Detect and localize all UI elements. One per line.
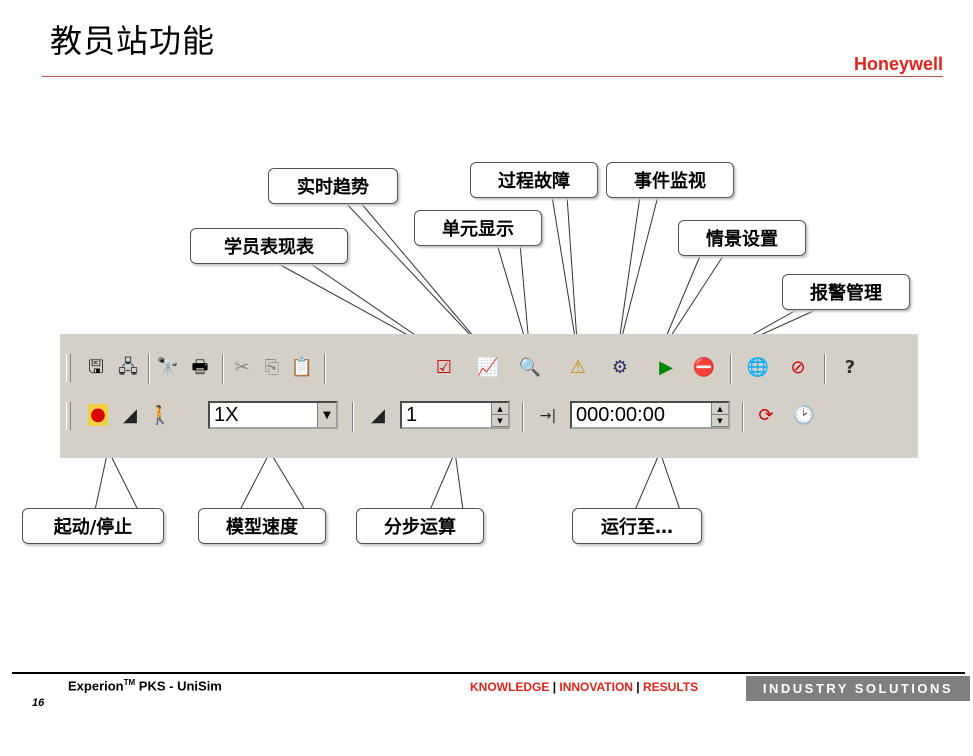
callout-scenario-setup: 情景设置 xyxy=(678,220,806,256)
footer-product-name: Experion xyxy=(68,678,124,694)
model-speed-select[interactable]: 1X ▼ xyxy=(208,401,338,429)
footer-innovation: INNOVATION xyxy=(559,680,633,694)
unit-display-icon[interactable]: 🔍 xyxy=(518,357,542,378)
footer-results: RESULTS xyxy=(643,680,699,694)
network-icon[interactable]: 🖧 xyxy=(117,357,139,378)
toolbar-row-1: 🖫 🖧 🔭 🖶 ✂ ⎘ 📋 ☑ 📈 🔍 ⚠ ⚙ ▶ ⛔ 🌐 ⊘ ? xyxy=(60,348,918,388)
globe-icon[interactable]: 🌐 xyxy=(746,357,770,378)
event-monitor-icon[interactable]: ⚙ xyxy=(611,357,629,378)
header-rule xyxy=(42,76,943,77)
footer-industry-solutions: INDUSTRY SOLUTIONS xyxy=(746,676,970,701)
fault-icon[interactable]: ⚠ xyxy=(569,357,587,378)
spin-up-icon[interactable]: ▲ xyxy=(712,403,728,415)
scenario-icon[interactable]: ▶ xyxy=(659,357,673,378)
print-icon[interactable]: 🖶 xyxy=(191,357,209,378)
run-to-spinner[interactable]: ▲▼ xyxy=(711,403,728,427)
callout-unit-display: 单元显示 xyxy=(414,210,542,246)
alarm-icon[interactable]: ⛔ xyxy=(692,357,716,378)
callout-student-performance: 学员表现表 xyxy=(190,228,348,264)
model-speed-value: 1X xyxy=(214,404,239,426)
instructor-toolbar: 🖫 🖧 🔭 🖶 ✂ ⎘ 📋 ☑ 📈 🔍 ⚠ ⚙ ▶ ⛔ 🌐 ⊘ ? ● ◢ 🚶 … xyxy=(60,334,918,458)
toolbar-separator xyxy=(324,354,326,384)
step-icon[interactable]: ◢ xyxy=(371,405,385,426)
globe-disabled-icon[interactable]: ⊘ xyxy=(790,357,806,378)
callout-realtime-trend: 实时趋势 xyxy=(268,168,398,204)
footer-knowledge: KNOWLEDGE xyxy=(470,680,550,694)
copy-icon[interactable]: ⎘ xyxy=(264,357,280,378)
footer-separator: | xyxy=(636,680,640,694)
toolbar-row-2: ● ◢ 🚶 1X ▼ ◢ 1 ▲▼ →| 000:00:00 ▲▼ ⟳ 🕑 xyxy=(60,396,918,436)
callout-step-calc: 分步运算 xyxy=(356,508,484,544)
toolbar-separator xyxy=(742,402,744,432)
callout-run-to: 运行至… xyxy=(572,508,702,544)
footer-product: ExperionTM PKS - UniSim xyxy=(68,678,222,693)
honeywell-logo: Honeywell xyxy=(853,54,943,74)
spin-down-icon[interactable]: ▼ xyxy=(492,415,508,427)
spin-down-icon[interactable]: ▼ xyxy=(712,415,728,427)
toolbar-grip[interactable] xyxy=(66,354,71,382)
chevron-down-icon[interactable]: ▼ xyxy=(317,403,336,427)
slide-title: 教员站功能 xyxy=(50,22,216,60)
toolbar-separator xyxy=(824,354,826,384)
trend-icon[interactable]: 📈 xyxy=(476,357,500,378)
spin-up-icon[interactable]: ▲ xyxy=(492,403,508,415)
footer-rule xyxy=(12,672,965,674)
step-model-icon[interactable]: ◢ xyxy=(123,405,137,426)
runner-icon[interactable]: 🚶 xyxy=(148,405,172,426)
step-count-input[interactable]: 1 ▲▼ xyxy=(400,401,510,429)
help-icon[interactable]: ? xyxy=(844,357,856,378)
run-to-time-input[interactable]: 000:00:00 ▲▼ xyxy=(570,401,730,429)
toolbar-grip[interactable] xyxy=(66,402,71,430)
step-spinner[interactable]: ▲▼ xyxy=(491,403,508,427)
step-count-value: 1 xyxy=(406,404,418,426)
callout-start-stop: 起动/停止 xyxy=(22,508,164,544)
paste-icon[interactable]: 📋 xyxy=(290,357,314,378)
replay-icon[interactable]: ⟳ xyxy=(758,405,774,426)
cut-icon[interactable]: ✂ xyxy=(234,357,250,378)
run-to-time-value: 000:00:00 xyxy=(576,404,665,426)
find-icon[interactable]: 🔭 xyxy=(156,357,180,378)
callout-model-speed: 模型速度 xyxy=(198,508,326,544)
toolbar-separator xyxy=(522,402,524,432)
page-number: 16 xyxy=(32,697,45,709)
callout-event-monitor: 事件监视 xyxy=(606,162,734,198)
save-icon[interactable]: 🖫 xyxy=(88,357,104,378)
footer-separator: | xyxy=(552,680,557,694)
footer-product-suffix: PKS - UniSim xyxy=(135,678,222,694)
callout-process-fault: 过程故障 xyxy=(470,162,598,198)
toolbar-separator xyxy=(148,354,150,384)
callout-alarm-management: 报警管理 xyxy=(782,274,910,310)
toolbar-separator xyxy=(352,402,354,432)
student-performance-icon[interactable]: ☑ xyxy=(435,357,453,378)
toolbar-separator xyxy=(222,354,224,384)
toolbar-separator xyxy=(730,354,732,384)
footer-tm: TM xyxy=(123,678,136,687)
start-stop-icon[interactable]: ● xyxy=(88,404,108,426)
footer-tagline: KNOWLEDGE | INNOVATION | RESULTS xyxy=(470,680,698,694)
run-to-icon[interactable]: →| xyxy=(539,408,557,424)
clock-icon[interactable]: 🕑 xyxy=(792,405,816,426)
